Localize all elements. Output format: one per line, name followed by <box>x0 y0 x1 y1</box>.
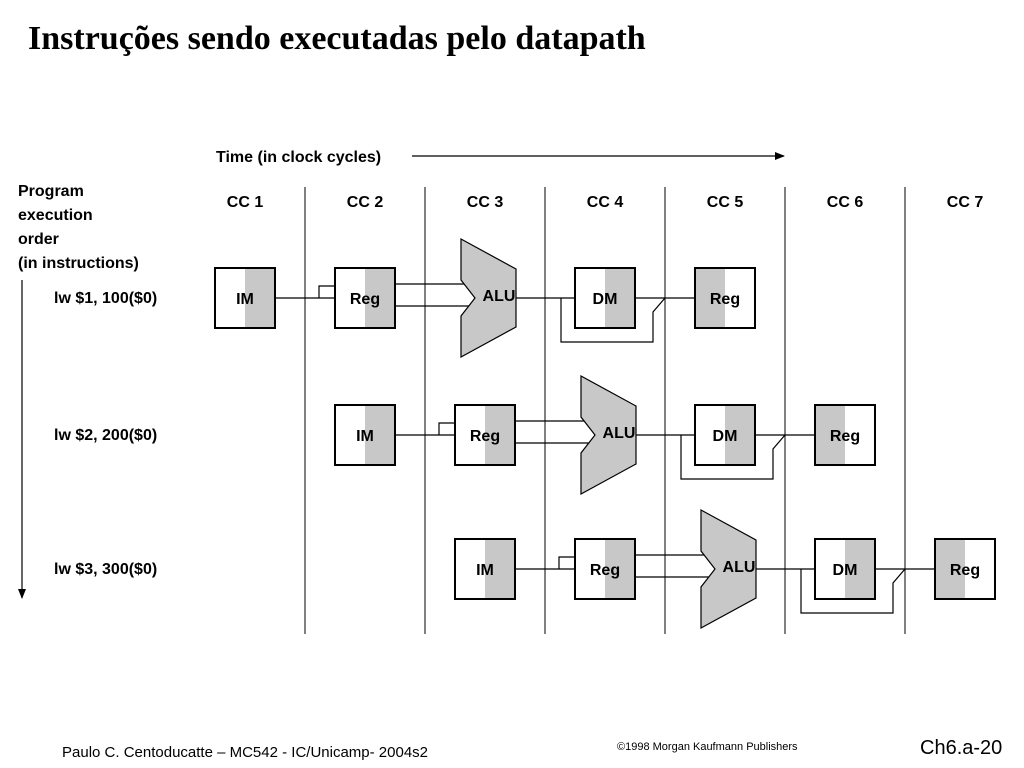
reg-write-stage-outline <box>694 267 756 329</box>
alu-shape <box>700 508 757 630</box>
reg-read-stage-label: Reg <box>350 291 380 308</box>
instruction-label: lw $3, 300($0) <box>54 561 157 578</box>
dm-stage: DM <box>814 538 876 600</box>
footer-copyright: ©1998 Morgan Kaufmann Publishers <box>617 741 798 753</box>
reg-read-stage-shade <box>365 268 395 328</box>
dm-stage-shade <box>845 539 875 599</box>
im-stage-outline <box>454 538 516 600</box>
slide-number: Ch6.a-20 <box>920 737 1003 759</box>
reg-write-stage-label: Reg <box>710 291 740 308</box>
instruction-label: lw $2, 200($0) <box>54 427 157 444</box>
im-stage-label: IM <box>236 291 254 308</box>
dm-stage-shade <box>725 405 755 465</box>
instruction-row: lw $2, 200($0) IM Reg ALU DM Reg <box>54 374 876 496</box>
alu-label: ALU <box>723 559 756 576</box>
dm-stage-outline <box>574 267 636 329</box>
reg-read-stage-outline <box>574 538 636 600</box>
program-order-label-line: order <box>18 231 59 248</box>
reg-write-stage-shade <box>695 268 725 328</box>
dm-stage-label: DM <box>593 291 618 308</box>
reg-write-stage-label: Reg <box>830 428 860 445</box>
reg-read-stage: Reg <box>454 404 516 466</box>
instruction-row: lw $3, 300($0) IM Reg ALU DM Reg <box>54 508 996 630</box>
reg-write-stage-shade <box>815 405 845 465</box>
cycle-dividers <box>304 187 906 634</box>
reg-write-stage: Reg <box>814 404 876 466</box>
im-stage-shade <box>245 268 275 328</box>
program-order-label-line: (in instructions) <box>18 255 139 272</box>
im-stage-shade <box>485 539 515 599</box>
cycle-label: CC 3 <box>467 194 504 211</box>
reg-read-stage-outline <box>334 267 396 329</box>
reg-write-stage: Reg <box>694 267 756 329</box>
reg-read-stage-label: Reg <box>470 428 500 445</box>
cycle-label: CC 4 <box>587 194 624 211</box>
reg-read-stage-shade <box>605 539 635 599</box>
copyright-text: 1998 Morgan Kaufmann Publishers <box>625 741 798 753</box>
wire-dm-bypass <box>800 568 906 614</box>
alu-stage: ALU <box>700 508 757 630</box>
footer-author: Paulo C. Centoducatte – MC542 - IC/Unica… <box>62 744 429 761</box>
copyright-symbol: © <box>617 741 626 753</box>
wire-dm-bypass <box>680 434 786 480</box>
im-stage: IM <box>454 538 516 600</box>
program-order-label-line: execution <box>18 207 93 224</box>
alu-stage: ALU <box>460 237 517 359</box>
im-stage-outline <box>214 267 276 329</box>
program-order-label-line: Program <box>18 183 84 200</box>
im-stage-shade <box>365 405 395 465</box>
reg-write-stage-outline <box>934 538 996 600</box>
im-stage-label: IM <box>476 562 494 579</box>
dm-stage-outline <box>814 538 876 600</box>
dm-stage-label: DM <box>713 428 738 445</box>
reg-read-stage: Reg <box>574 538 636 600</box>
cycle-label: CC 1 <box>227 194 264 211</box>
wire-dm-bypass <box>560 297 666 343</box>
im-stage-outline <box>334 404 396 466</box>
alu-stage: ALU <box>580 374 637 496</box>
dm-stage-outline <box>694 404 756 466</box>
reg-write-stage-shade <box>935 539 965 599</box>
time-axis-label: Time (in clock cycles) <box>216 149 381 166</box>
cycle-labels: CC 1 CC 2 CC 3 CC 4 CC 5 CC 6 CC 7 <box>227 194 984 211</box>
wire-reg-write-port <box>558 556 575 569</box>
program-order-labels: Program execution order (in instructions) <box>18 183 139 272</box>
reg-write-stage-outline <box>814 404 876 466</box>
alu-label: ALU <box>603 425 636 442</box>
reg-write-stage: Reg <box>934 538 996 600</box>
instruction-label: lw $1, 100($0) <box>54 290 157 307</box>
slide-title: Instruções sendo executadas pelo datapat… <box>28 20 646 57</box>
im-stage: IM <box>214 267 276 329</box>
reg-read-stage-shade <box>485 405 515 465</box>
dm-stage: DM <box>694 404 756 466</box>
cycle-label: CC 6 <box>827 194 864 211</box>
wire-reg-write-port <box>318 285 335 298</box>
im-stage: IM <box>334 404 396 466</box>
dm-stage-label: DM <box>833 562 858 579</box>
alu-shape <box>580 374 637 496</box>
im-stage-label: IM <box>356 428 374 445</box>
reg-read-stage-label: Reg <box>590 562 620 579</box>
reg-read-stage: Reg <box>334 267 396 329</box>
cycle-label: CC 5 <box>707 194 744 211</box>
alu-shape <box>460 237 517 359</box>
reg-read-stage-outline <box>454 404 516 466</box>
dm-stage-shade <box>605 268 635 328</box>
alu-label: ALU <box>483 288 516 305</box>
cycle-label: CC 2 <box>347 194 384 211</box>
instruction-row: lw $1, 100($0) IM Reg ALU DM Reg <box>54 237 756 359</box>
reg-write-stage-label: Reg <box>950 562 980 579</box>
dm-stage: DM <box>574 267 636 329</box>
axes: Time (in clock cycles) <box>18 149 785 599</box>
cycle-label: CC 7 <box>947 194 984 211</box>
wire-reg-write-port <box>438 422 455 435</box>
